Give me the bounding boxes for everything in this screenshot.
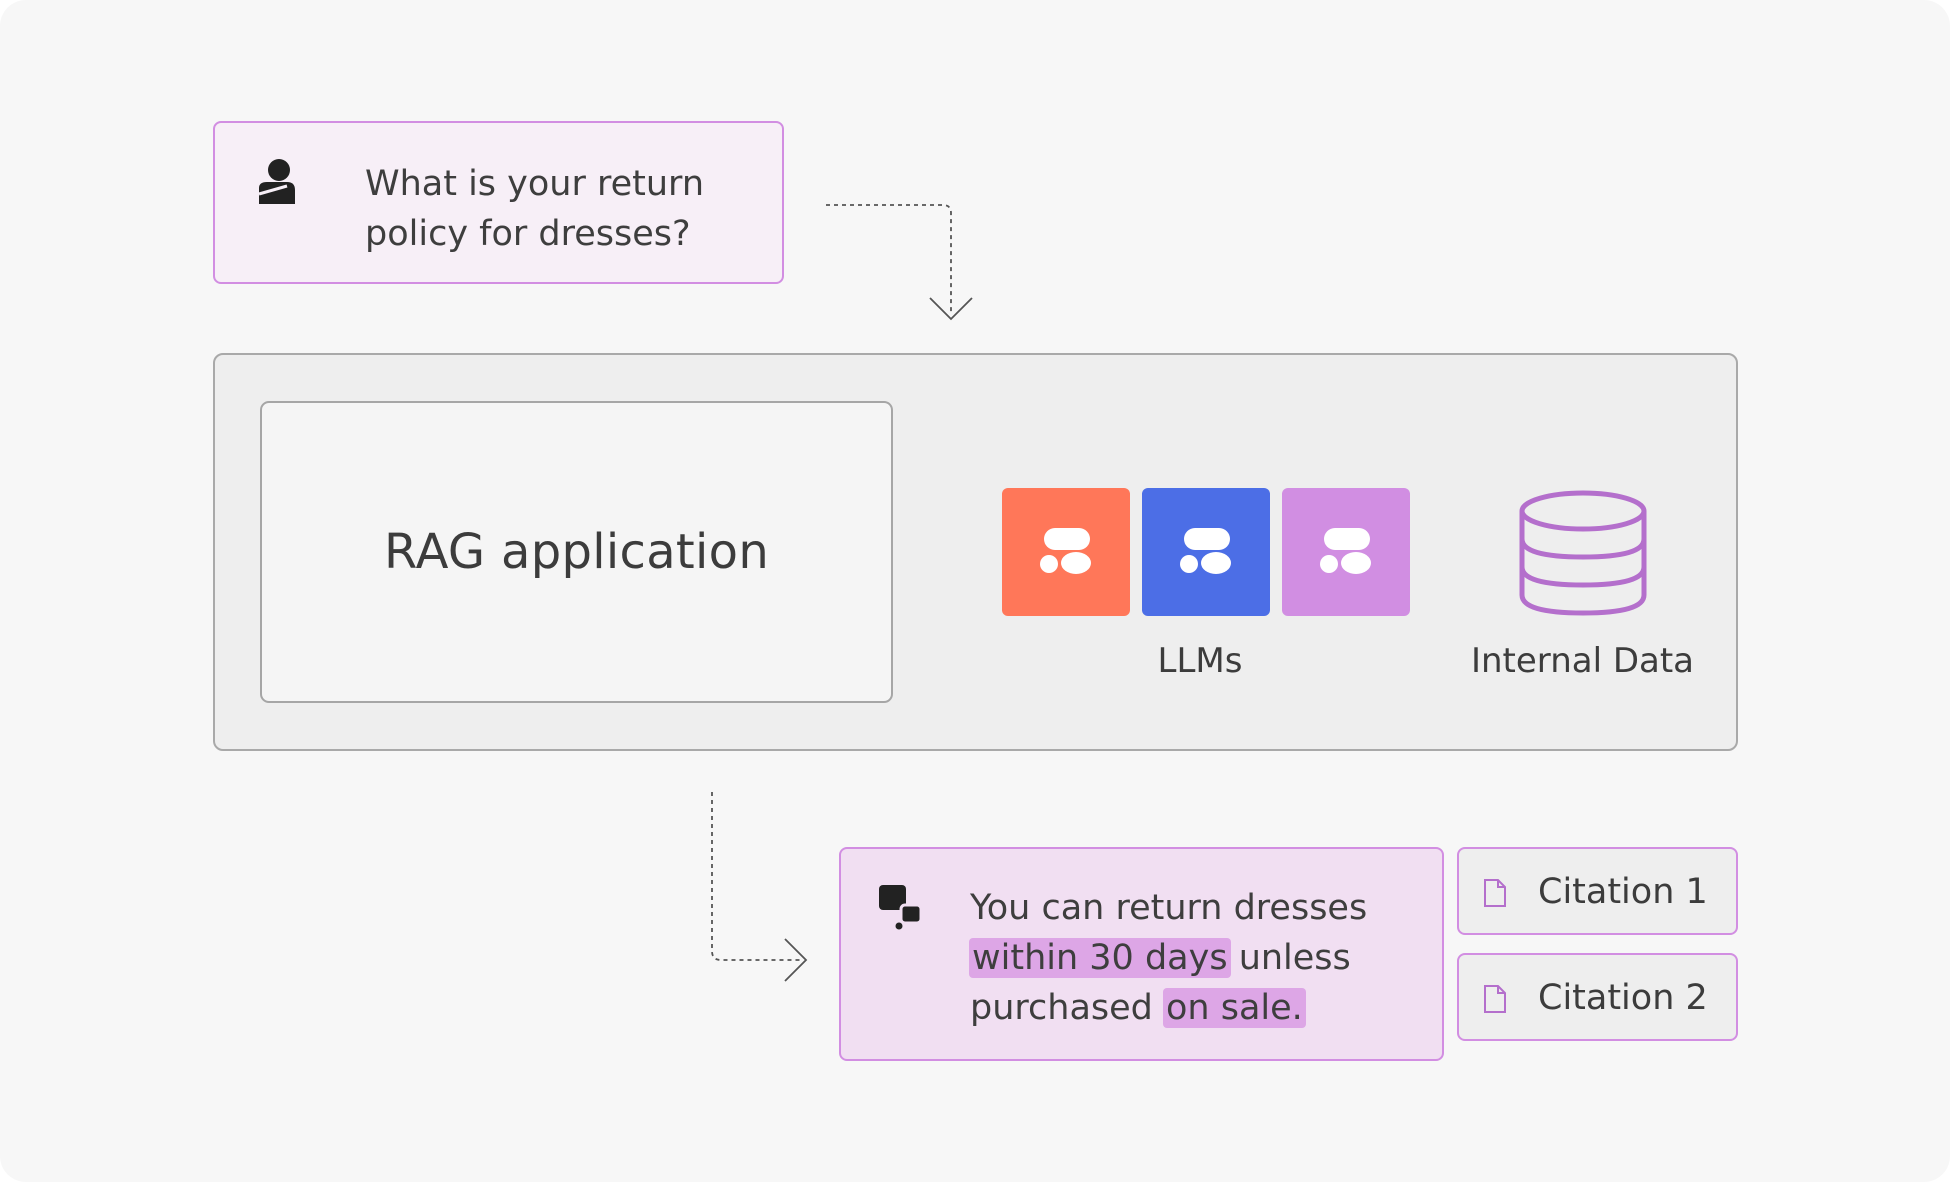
citation-2-label: Citation 2 <box>1538 978 1708 1018</box>
answer-segment-2: unless <box>1227 938 1351 978</box>
answer-box: You can return dresses within 30 days unl… <box>839 847 1444 1061</box>
question-text: What is your return policy for dresses? <box>365 159 765 259</box>
arrowhead-right <box>784 938 808 982</box>
question-line-2: policy for dresses? <box>365 214 691 254</box>
rag-application-box: RAG application <box>260 401 893 703</box>
rag-application-label: RAG application <box>383 524 770 580</box>
document-icon <box>1484 879 1506 907</box>
llms-label: LLMs <box>1157 641 1243 681</box>
llm-tile-1 <box>1002 488 1130 616</box>
question-box: What is your return policy for dresses? <box>213 121 784 284</box>
arrow-app-to-answer <box>711 792 802 961</box>
question-line-1: What is your return <box>365 164 705 204</box>
citation-1[interactable]: Citation 1 <box>1457 847 1738 935</box>
arrowhead-down <box>929 297 973 321</box>
arrow-question-to-app <box>826 204 952 312</box>
answer-highlight-2: on sale. <box>1163 988 1306 1028</box>
citation-1-label: Citation 1 <box>1538 872 1708 912</box>
cohere-logo-icon <box>1040 528 1091 574</box>
cohere-logo-icon <box>1320 528 1371 574</box>
answer-segment-3: purchased <box>970 988 1165 1028</box>
llm-tile-2 <box>1142 488 1270 616</box>
cohere-logo-icon <box>1180 528 1231 574</box>
database-icon <box>1519 490 1647 616</box>
answer-highlight-1: within 30 days <box>969 938 1231 978</box>
citation-2[interactable]: Citation 2 <box>1457 953 1738 1041</box>
internal-data-label: Internal Data <box>1470 641 1695 681</box>
answer-text: You can return dresses within 30 days unl… <box>969 883 1440 1033</box>
user-icon <box>258 159 295 204</box>
chat-bubbles-icon <box>879 885 923 930</box>
answer-segment-1: You can return dresses <box>970 888 1368 928</box>
llm-tile-3 <box>1282 488 1410 616</box>
document-icon <box>1484 985 1506 1013</box>
